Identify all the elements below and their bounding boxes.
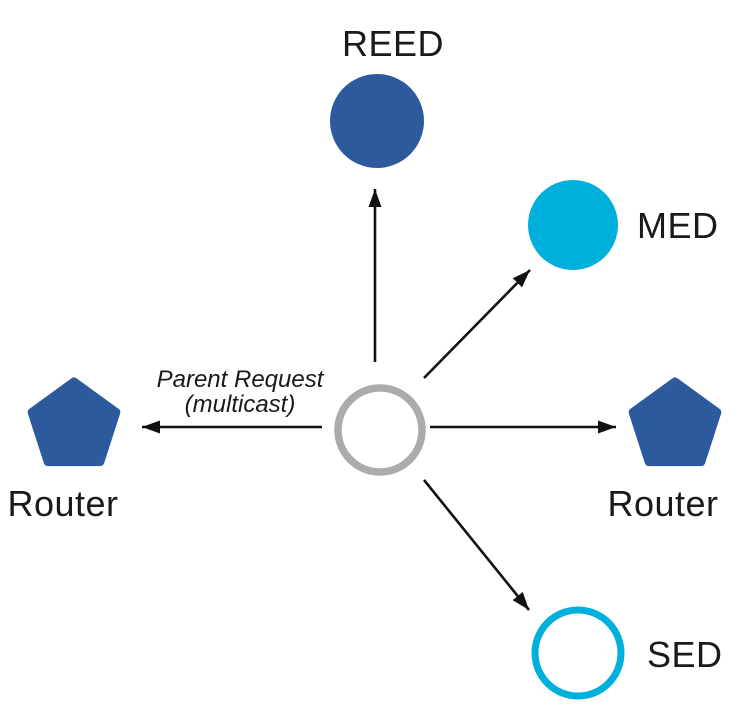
reed-node-circle-icon [330,74,424,168]
reed-label: REED [342,23,444,64]
joiner-node-circle-icon [334,384,426,476]
arrow-to-sed [422,479,531,611]
router-left-pentagon-icon [27,377,121,467]
router-right-label: Router [607,483,718,524]
med-label: MED [637,205,719,246]
parent-request-annotation-line1: Parent Request [157,366,325,393]
router-right-pentagon-icon [628,377,722,467]
arrow-to-med [423,269,531,379]
sed-label: SED [647,634,723,675]
med-node-circle-icon [528,180,618,270]
router-left-label: Router [7,483,118,524]
multicast-arrows [142,189,616,611]
sed-node-circle-icon [531,606,625,700]
parent-request-annotation-line2: (multicast) [185,391,296,418]
